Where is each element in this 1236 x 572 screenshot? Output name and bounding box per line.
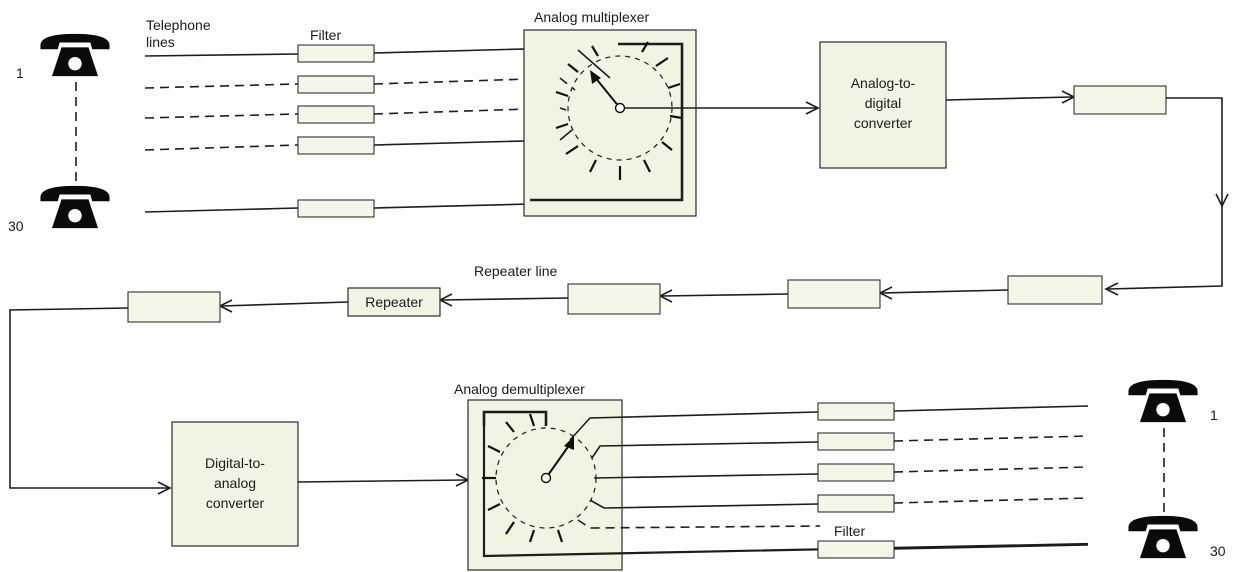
telephone-line [893, 497, 1089, 504]
arrowhead-icon [1215, 193, 1229, 208]
repeater-line-segment [441, 297, 569, 301]
telephone-line [144, 144, 299, 151]
telephone-line [144, 53, 299, 57]
repeater-line-segment [881, 289, 1009, 294]
telephone-lines-label-1: Telephone [146, 17, 211, 33]
demultiplexer-bracket [482, 410, 548, 426]
telephone-line [893, 405, 1089, 412]
output-line [577, 519, 821, 529]
analog-demultiplexer-label: Analog demultiplexer [454, 381, 585, 397]
arrowhead-icon [805, 101, 820, 115]
selector-contacts [482, 413, 564, 543]
telephone-line [893, 466, 1089, 473]
telephone-line [893, 544, 1089, 550]
dac-label-line2: analog [214, 475, 256, 491]
selector-contacts [555, 41, 683, 180]
repeater-line-label: Repeater line [474, 263, 557, 279]
analog-line [297, 479, 467, 483]
telephone-line [893, 435, 1089, 442]
adc-label-line1: Analog-to- [851, 75, 916, 91]
digital-to-analog-converter [171, 421, 299, 547]
filter [297, 105, 375, 124]
telephone-icon [40, 33, 110, 77]
phone-number-1: 1 [1210, 407, 1218, 423]
telephone-line [144, 83, 299, 89]
phone-number-1: 1 [16, 65, 24, 81]
repeater-section [787, 279, 881, 309]
filter [817, 540, 895, 559]
output-line [569, 411, 819, 441]
arrowhead-icon [1104, 282, 1119, 296]
arrowhead-icon [590, 70, 601, 84]
filter [817, 432, 895, 451]
analog-multiplexer-label: Analog multiplexer [534, 9, 650, 25]
dac-label-line3: converter [206, 495, 265, 511]
adc-label-line3: converter [854, 115, 913, 131]
channel-line [559, 107, 567, 111]
filter [297, 44, 375, 63]
phone-number-30: 30 [1210, 543, 1226, 559]
analog-to-digital-converter [819, 41, 947, 169]
repeater-section [1007, 275, 1103, 305]
filter [817, 402, 895, 421]
telephone-line [144, 113, 299, 119]
repeater-label: Repeater [365, 294, 423, 310]
repeater-section [567, 283, 661, 315]
digital-line [9, 307, 168, 489]
filter [817, 463, 895, 482]
output-line [589, 499, 819, 509]
phone-number-30: 30 [8, 218, 24, 234]
repeater-line-segment [221, 301, 349, 307]
selector-arm [593, 75, 621, 109]
telephone-lines-label-2: lines [146, 34, 175, 50]
digital-line [1107, 97, 1223, 290]
filter [297, 75, 375, 94]
selector-arm [545, 443, 571, 479]
channel-line [577, 49, 611, 79]
selector-pivot [540, 472, 552, 484]
repeater-section [127, 291, 221, 323]
multiplexer-bracket [530, 42, 684, 202]
telephone-icon [40, 185, 110, 229]
dac-label-line1: Digital-to- [205, 455, 265, 471]
digital-line [945, 96, 1073, 101]
repeater-section [1073, 85, 1167, 115]
selector-pivot [614, 102, 626, 114]
filter [817, 494, 895, 513]
analog-multiplexer [523, 29, 697, 217]
channel-line [373, 203, 531, 209]
channel-line [559, 129, 573, 141]
telephone-icon [1128, 515, 1198, 559]
output-line [591, 441, 819, 459]
output-line [593, 473, 819, 479]
filter [297, 199, 375, 218]
filter [297, 136, 375, 155]
repeater-line-segment [661, 293, 789, 297]
telephone-icon [1128, 379, 1198, 423]
arrowhead-icon [157, 481, 172, 495]
telephone-line [144, 207, 299, 213]
adc-label-line2: digital [865, 95, 902, 111]
filter-label: Filter [310, 27, 341, 43]
filter-label: Filter [834, 523, 865, 539]
